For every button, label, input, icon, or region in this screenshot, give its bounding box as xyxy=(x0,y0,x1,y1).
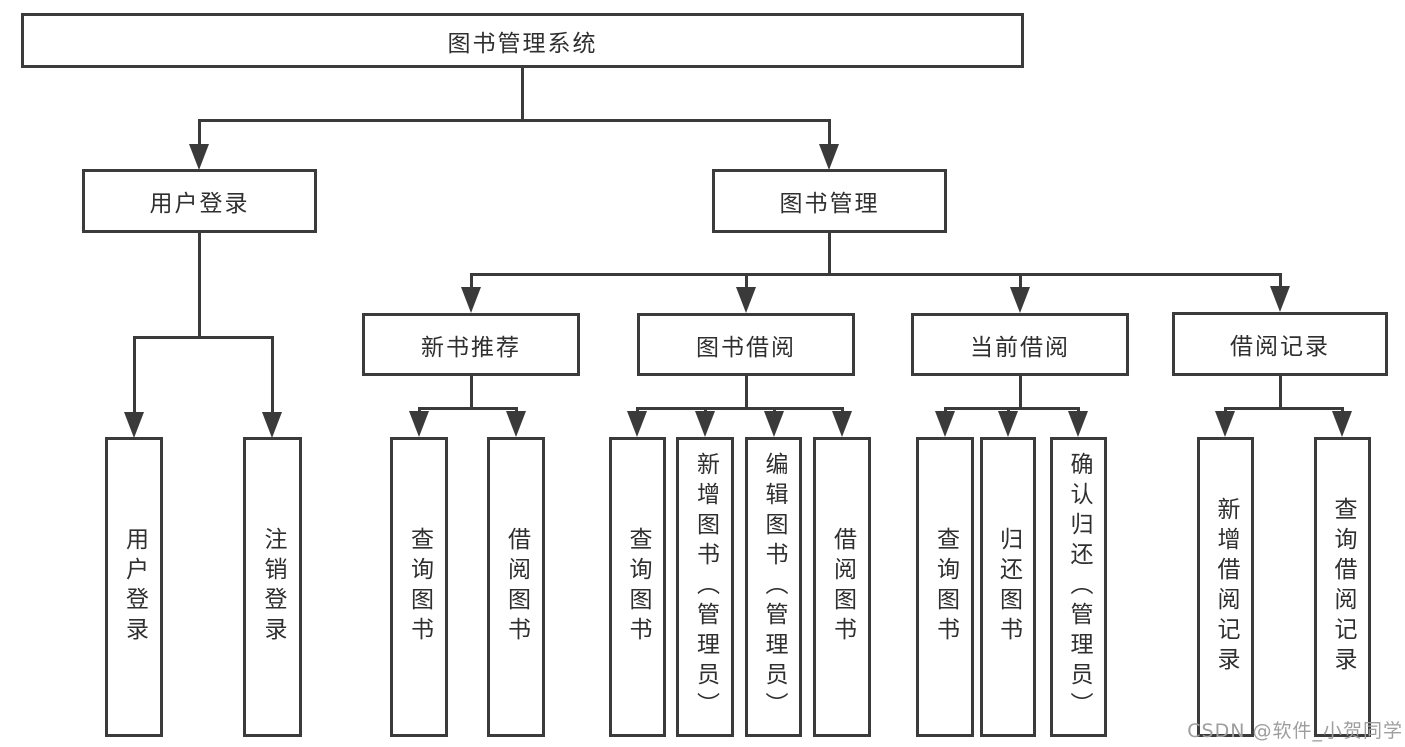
connector-line xyxy=(773,407,776,414)
arrowhead-icon xyxy=(409,411,429,437)
connector-line xyxy=(1077,407,1080,414)
node-label: 新增借阅记录 xyxy=(1213,497,1239,677)
node-new-book-recommend: 新书推荐 xyxy=(362,313,580,376)
leaf-user-login: 用户登录 xyxy=(105,437,163,737)
connector-line xyxy=(944,407,947,414)
leaf-add-borrow-record: 新增借阅记录 xyxy=(1197,437,1254,737)
connector-line xyxy=(1224,407,1227,414)
arrowhead-icon xyxy=(1270,286,1290,312)
connector-line xyxy=(418,407,518,410)
node-label: 图书借阅 xyxy=(696,334,796,361)
node-label: 图书管理 xyxy=(779,191,880,217)
connector-line xyxy=(1341,407,1344,414)
arrowhead-icon xyxy=(832,411,852,437)
connector-line xyxy=(1224,407,1344,410)
node-label: 借阅记录 xyxy=(1230,334,1330,360)
node-label: 当前借阅 xyxy=(970,334,1070,361)
arrowhead-icon xyxy=(124,412,144,438)
node-label: 注销登录 xyxy=(260,527,286,647)
leaf-add-book-admin: 新增图书（管理员） xyxy=(676,437,734,737)
connector-line xyxy=(418,407,421,414)
connector-line xyxy=(828,231,831,276)
leaf-query-book: 查询图书 xyxy=(609,437,666,737)
node-label: 查询图书 xyxy=(932,527,959,647)
arrowhead-icon xyxy=(262,412,282,438)
connector-line xyxy=(745,374,748,410)
connector-line xyxy=(1019,273,1022,289)
arrowhead-icon xyxy=(935,411,955,437)
connector-line xyxy=(1279,374,1282,410)
connector-line xyxy=(1007,407,1010,414)
node-book-management: 图书管理 xyxy=(712,169,947,233)
node-label: 用户登录 xyxy=(149,191,250,217)
leaf-borrow-book: 借阅图书 xyxy=(813,437,871,737)
connector-line xyxy=(133,336,136,413)
arrowhead-icon xyxy=(998,411,1018,437)
node-current-borrow: 当前借阅 xyxy=(911,313,1129,376)
node-label: 图书管理系统 xyxy=(447,30,598,57)
leaf-query-borrow-record: 查询借阅记录 xyxy=(1314,437,1371,737)
connector-line xyxy=(521,66,524,122)
arrowhead-icon xyxy=(189,144,209,170)
node-label: 用户登录 xyxy=(121,527,148,647)
leaf-borrow-book-recommend: 借阅图书 xyxy=(487,437,545,737)
connector-line xyxy=(704,407,707,414)
connector-line xyxy=(198,231,201,338)
leaf-logout: 注销登录 xyxy=(243,437,302,737)
connector-line xyxy=(828,119,831,146)
connector-line xyxy=(841,407,844,414)
arrowhead-icon xyxy=(506,411,526,437)
node-label: 确认归还（管理员） xyxy=(1066,452,1092,722)
node-user-login: 用户登录 xyxy=(82,169,317,233)
leaf-query-current-borrow: 查询图书 xyxy=(916,437,974,737)
arrowhead-icon xyxy=(764,411,784,437)
node-label: 编辑图书（管理员） xyxy=(761,452,787,722)
node-borrow-record: 借阅记录 xyxy=(1172,312,1388,376)
leaf-edit-book-admin: 编辑图书（管理员） xyxy=(745,437,802,737)
arrowhead-icon xyxy=(1068,411,1088,437)
node-book-borrow: 图书借阅 xyxy=(637,313,855,376)
leaf-confirm-return-admin: 确认归还（管理员） xyxy=(1050,437,1107,737)
node-label: 新增图书（管理员） xyxy=(692,452,719,722)
connector-line xyxy=(1279,273,1282,289)
connector-line xyxy=(1019,374,1022,410)
arrowhead-icon xyxy=(819,144,839,170)
node-label: 新书推荐 xyxy=(421,334,521,361)
node-label: 查询图书 xyxy=(625,527,651,647)
connector-line xyxy=(198,119,831,122)
connector-line xyxy=(470,273,1281,276)
arrowhead-icon xyxy=(627,411,647,437)
arrowhead-icon xyxy=(1332,411,1352,437)
node-label: 借阅图书 xyxy=(503,527,530,647)
connector-line xyxy=(271,336,274,413)
node-label: 查询图书 xyxy=(406,527,433,647)
connector-line xyxy=(745,273,748,289)
connector-line xyxy=(470,273,473,289)
watermark: CSDN @软件_小贺同学 xyxy=(1187,720,1403,742)
leaf-query-book-recommend: 查询图书 xyxy=(390,437,448,737)
connector-line xyxy=(515,407,518,414)
arrowhead-icon xyxy=(1215,411,1235,437)
arrowhead-icon xyxy=(1010,287,1030,313)
arrowhead-icon xyxy=(461,287,481,313)
connector-line xyxy=(636,407,844,410)
leaf-return-book: 归还图书 xyxy=(980,437,1036,737)
arrowhead-icon xyxy=(736,287,756,313)
connector-line xyxy=(198,119,201,146)
node-label: 借阅图书 xyxy=(829,527,856,647)
node-label: 归还图书 xyxy=(995,527,1022,647)
connector-line xyxy=(636,407,639,414)
arrowhead-icon xyxy=(695,411,715,437)
node-root: 图书管理系统 xyxy=(21,13,1024,68)
connector-line xyxy=(133,336,274,339)
connector-line xyxy=(944,407,1080,410)
node-label: 查询借阅记录 xyxy=(1330,497,1356,677)
connector-line xyxy=(470,374,473,410)
